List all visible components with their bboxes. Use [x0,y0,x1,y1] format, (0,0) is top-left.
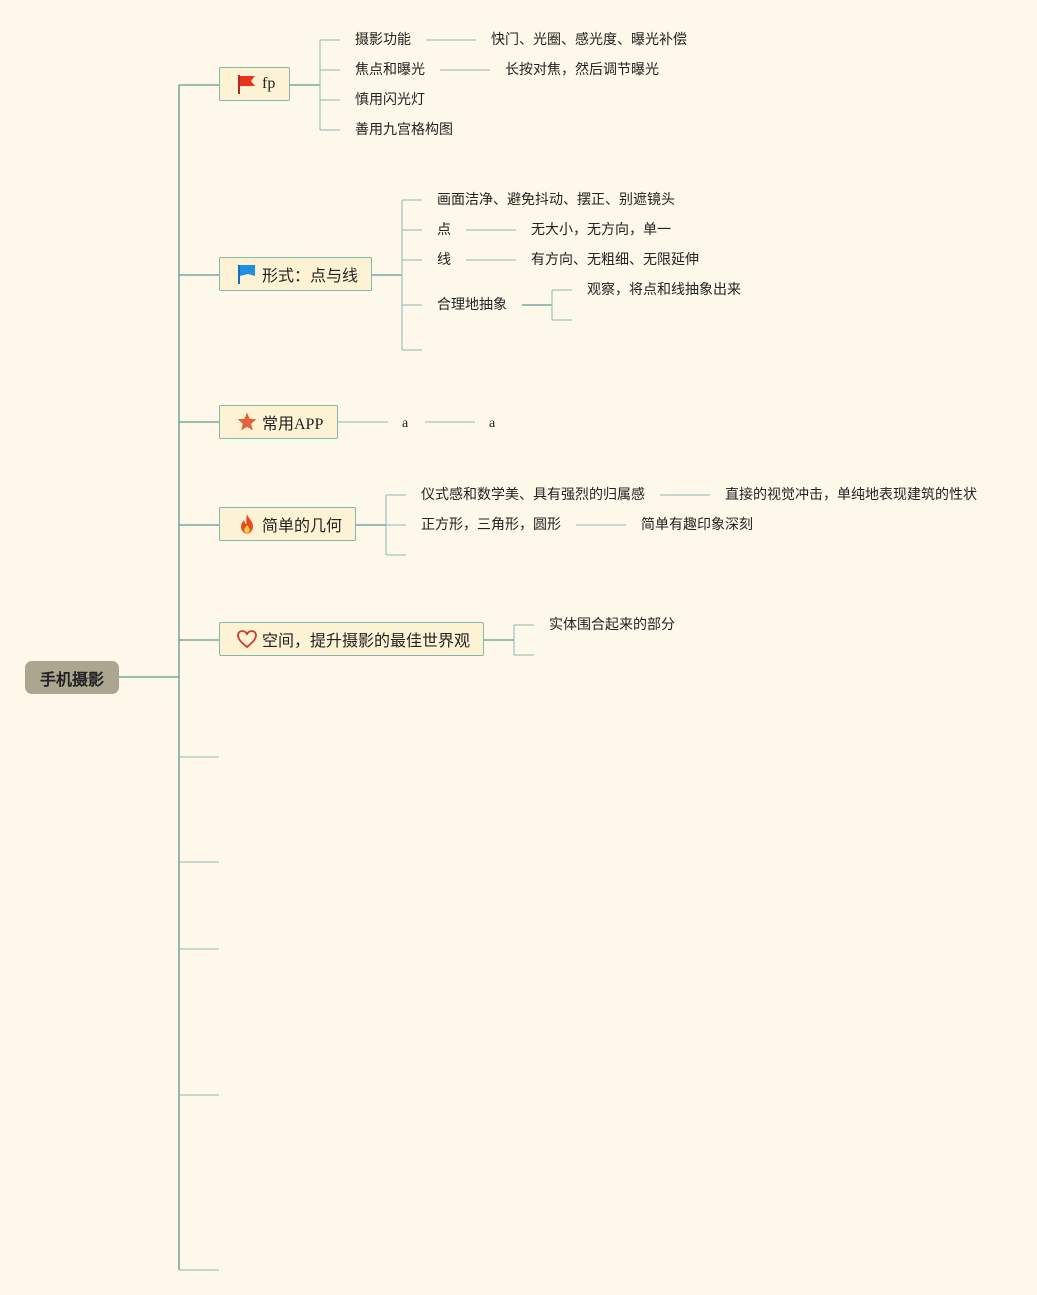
heart-icon [236,628,258,650]
root-topic[interactable]: 手机摄影 [25,661,119,694]
topic-form-label: 形式：点与线 [262,266,359,285]
subtopic-ritual-math[interactable]: 仪式感和数学美、具有强烈的归属感 [421,487,645,503]
root-topic-label: 手机摄影 [39,669,104,689]
topic-fp[interactable]: fp [219,67,290,101]
detail-app-a[interactable]: a [489,416,496,431]
subtopic-abstraction[interactable]: 合理地抽象 [437,297,507,313]
detail-shapes[interactable]: 简单有趣印象深刻 [641,517,753,533]
detail-point[interactable]: 无大小，无方向，单一 [531,222,671,238]
subtopic-shapes[interactable]: 正方形，三角形，圆形 [421,517,561,533]
subtopic-point[interactable]: 点 [437,222,451,238]
subtopic-app-a[interactable]: a [402,416,409,431]
topic-space[interactable]: 空间，提升摄影的最佳世界观 [219,622,484,656]
detail-camera-functions[interactable]: 快门、光圈、感光度、曝光补偿 [491,32,687,48]
detail-line[interactable]: 有方向、无粗细、无限延伸 [531,252,699,268]
subtopic-enclosed-space[interactable]: 实体围合起来的部分 [549,617,675,633]
subtopic-focus-exposure[interactable]: 焦点和曝光 [355,62,425,78]
topic-common-apps[interactable]: 常用APP [219,405,338,439]
subtopic-flash[interactable]: 慎用闪光灯 [355,92,425,108]
topic-space-label: 空间，提升摄影的最佳世界观 [262,631,471,650]
red-flag-icon [236,73,258,95]
fire-icon [236,513,258,535]
subtopic-line[interactable]: 线 [437,252,451,268]
subtopic-grid-composition[interactable]: 善用九宫格构图 [355,122,453,138]
star-icon [236,411,258,433]
detail-focus-exposure[interactable]: 长按对焦，然后调节曝光 [505,62,659,78]
detail-ritual-math[interactable]: 直接的视觉冲击，单纯地表现建筑的性状 [725,487,977,503]
topic-simple-geometry[interactable]: 简单的几何 [219,507,356,541]
detail-abstraction[interactable]: 观察，将点和线抽象出来 [587,282,741,298]
topic-apps-label: 常用APP [262,416,324,433]
topic-fp-label: fp [262,75,276,92]
blue-flag-icon [236,263,258,285]
topic-geometry-label: 简单的几何 [262,516,343,535]
topic-form-point-line[interactable]: 形式：点与线 [219,257,372,291]
subtopic-camera-functions[interactable]: 摄影功能 [355,32,411,48]
subtopic-clean-frame[interactable]: 画面洁净、避免抖动、摆正、别遮镜头 [437,192,675,208]
